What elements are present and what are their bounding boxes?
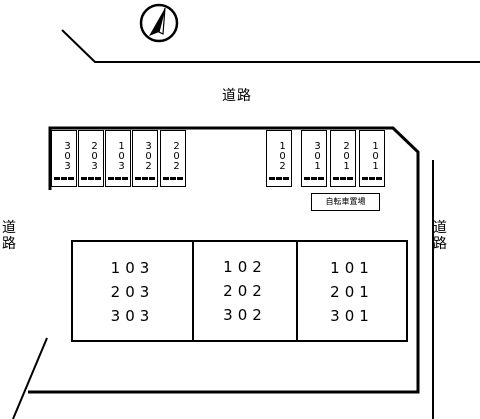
- stall-number: 102: [277, 141, 288, 171]
- unit-number: 202: [223, 282, 267, 300]
- unit-number: 302: [223, 306, 267, 324]
- parking-stall: 102: [266, 130, 292, 187]
- unit-number: 101: [330, 259, 374, 277]
- lot-outline: [28, 126, 420, 394]
- stall-number: 101: [370, 141, 381, 171]
- unit-number: 203: [110, 283, 155, 301]
- unit-number: 103: [110, 259, 155, 277]
- stall-number: 202: [171, 141, 182, 171]
- stall-number: 301: [312, 141, 323, 171]
- parking-stall: 202: [160, 130, 186, 187]
- north-arrow-icon: [139, 3, 179, 43]
- road-label-top: 道路: [222, 88, 252, 104]
- unit-list: 103 203 303: [73, 256, 192, 328]
- parking-stall: 303: [51, 130, 77, 187]
- stall-number: 302: [143, 141, 154, 171]
- road-label-left: 道路: [2, 220, 16, 252]
- parking-stall: 103: [105, 130, 131, 187]
- parking-stall: 201: [330, 130, 356, 187]
- stall-number: 303: [62, 141, 73, 171]
- top-road-edge: [61, 29, 480, 63]
- unit-number: 301: [330, 307, 374, 325]
- bicycle-parking-label: 自転車置場: [311, 193, 380, 211]
- left-road-edge: [12, 337, 48, 419]
- road-label-right: 道路: [433, 220, 447, 252]
- parking-stall: 302: [132, 130, 158, 187]
- stall-number: 103: [116, 141, 127, 171]
- unit-list: 101 201 301: [298, 256, 406, 328]
- stall-number: 203: [89, 141, 100, 171]
- parking-stall: 203: [78, 130, 104, 187]
- unit-number: 303: [110, 307, 155, 325]
- unit-number: 102: [223, 258, 267, 276]
- building-block-center: 102 202 302: [192, 240, 298, 342]
- building-block-left: 103 203 303: [71, 240, 194, 342]
- building-block-right: 101 201 301: [296, 240, 408, 342]
- unit-list: 102 202 302: [194, 255, 296, 327]
- parking-stall: 301: [301, 130, 327, 187]
- parking-stall: 101: [359, 130, 385, 187]
- unit-number: 201: [330, 283, 374, 301]
- stall-number: 201: [341, 141, 352, 171]
